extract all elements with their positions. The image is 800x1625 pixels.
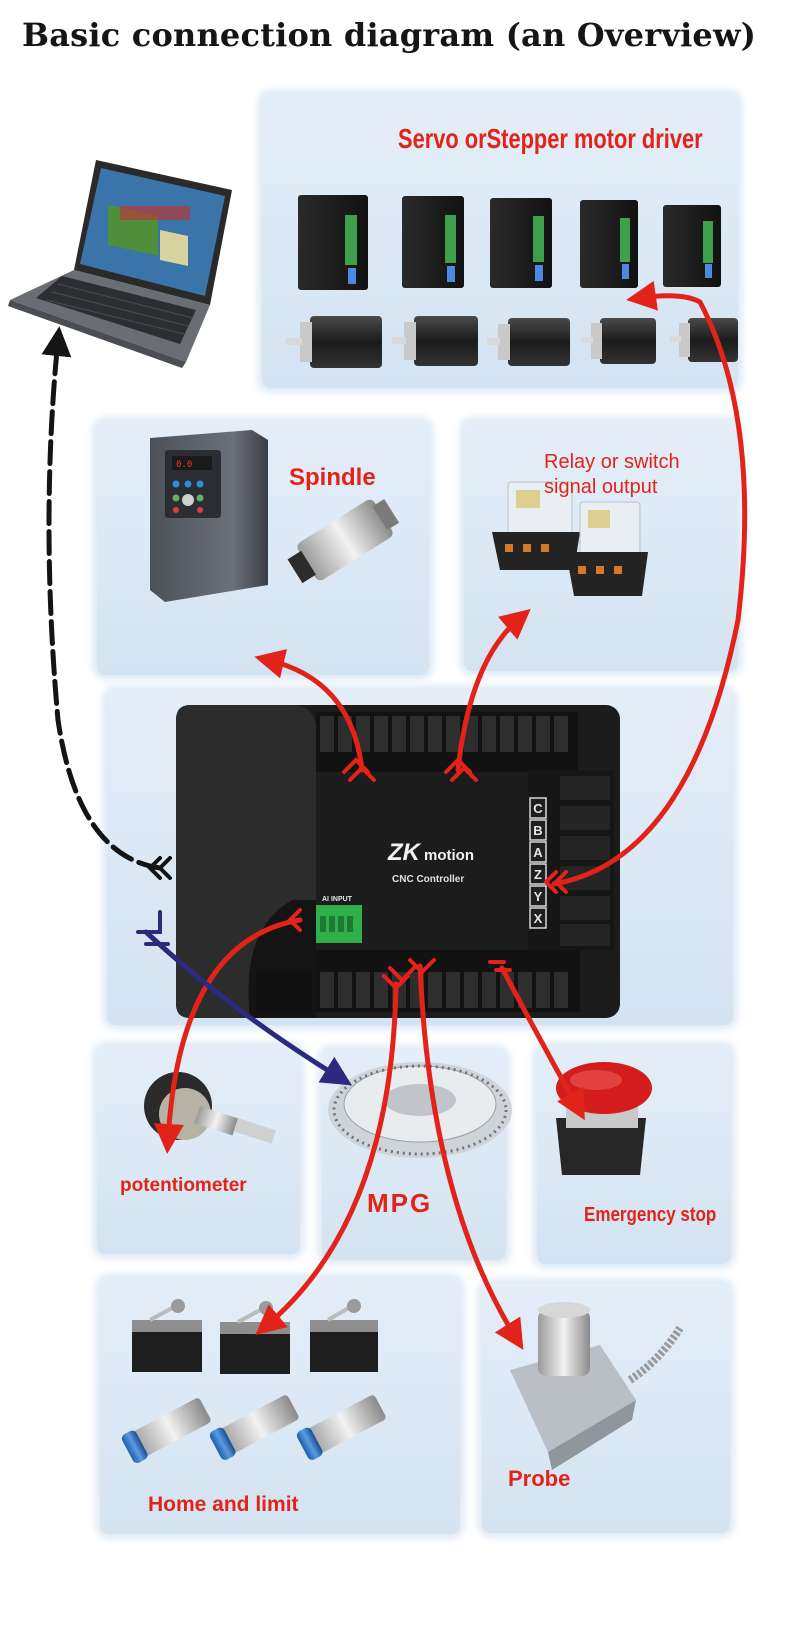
potentiometer-device xyxy=(144,1072,277,1144)
stepper-motor-3 xyxy=(487,318,570,366)
stepper-motor-5 xyxy=(670,318,738,362)
relay-label-line2: signal output xyxy=(544,476,658,498)
arrow-to-probe xyxy=(417,963,524,1350)
relay-1 xyxy=(492,481,580,570)
arrow-to-pc xyxy=(41,326,163,871)
spindle-motor xyxy=(287,498,400,584)
motor-driver-2 xyxy=(402,196,464,288)
arrow-to-drivers xyxy=(551,280,748,887)
arrow-to-relay xyxy=(455,608,531,773)
ai-input-label: AI INPUT xyxy=(322,896,353,903)
proximity-sensor-3 xyxy=(296,1395,386,1460)
svg-text:0.0: 0.0 xyxy=(176,460,192,470)
proximity-sensor-1 xyxy=(121,1398,211,1463)
motor-driver-4 xyxy=(580,200,638,288)
home-limit-label: Home and limit xyxy=(148,1493,299,1516)
arrow-to-spindle xyxy=(254,649,365,773)
controller-logo-text: motion xyxy=(424,847,474,864)
emergency-stop-button xyxy=(556,1062,652,1175)
stepper-motor-2 xyxy=(392,316,478,366)
probe-device xyxy=(510,1302,684,1470)
potentiometer-label: potentiometer xyxy=(120,1175,247,1196)
cnc-controller: C B A Z Y X AI INPUT ZK motion CNC Contr… xyxy=(176,705,620,1018)
controller-logo-mark: ZK xyxy=(387,839,422,866)
mpg-handwheel xyxy=(328,1062,512,1158)
stepper-motors xyxy=(286,316,738,368)
motor-driver-5 xyxy=(663,205,721,287)
spindle-label: Spindle xyxy=(289,464,376,491)
servo-driver-label: Servo orStepper motor driver xyxy=(398,123,703,154)
motor-drivers xyxy=(298,195,721,290)
motor-driver-1 xyxy=(298,195,368,290)
axis-label-z: Z xyxy=(534,867,542,882)
relay-2 xyxy=(566,501,648,596)
stepper-motor-1 xyxy=(286,316,382,368)
relay-label-line1: Relay or switch xyxy=(544,451,680,473)
axis-label-y: Y xyxy=(534,889,543,904)
connection-arrows xyxy=(41,280,748,1350)
spindle-inverter: 0.0 xyxy=(150,430,268,602)
mpg-label: MPG xyxy=(367,1188,433,1218)
arrow-to-home-limit xyxy=(255,981,399,1336)
axis-label-b: B xyxy=(533,823,542,838)
arrow-to-mpg xyxy=(143,929,352,1086)
emergency-stop-label: Emergency stop xyxy=(584,1204,717,1226)
laptop-computer xyxy=(8,160,232,368)
arrow-to-estop xyxy=(499,965,585,1121)
page-title: Basic connection diagram (an Overview) xyxy=(22,16,757,54)
axis-label-a: A xyxy=(533,845,543,860)
axis-label-c: C xyxy=(533,801,543,816)
controller-subtitle: CNC Controller xyxy=(392,874,464,885)
home-limit-switches xyxy=(121,1299,386,1463)
proximity-sensor-2 xyxy=(209,1395,299,1460)
axis-label-x: X xyxy=(534,911,543,926)
connector-markers xyxy=(136,757,568,991)
limit-switch-3 xyxy=(310,1299,378,1372)
motor-driver-3 xyxy=(490,198,552,288)
stepper-motor-4 xyxy=(581,318,656,364)
limit-switch-1 xyxy=(132,1299,202,1372)
relay-modules xyxy=(492,481,648,596)
probe-label: Probe xyxy=(508,1466,571,1491)
